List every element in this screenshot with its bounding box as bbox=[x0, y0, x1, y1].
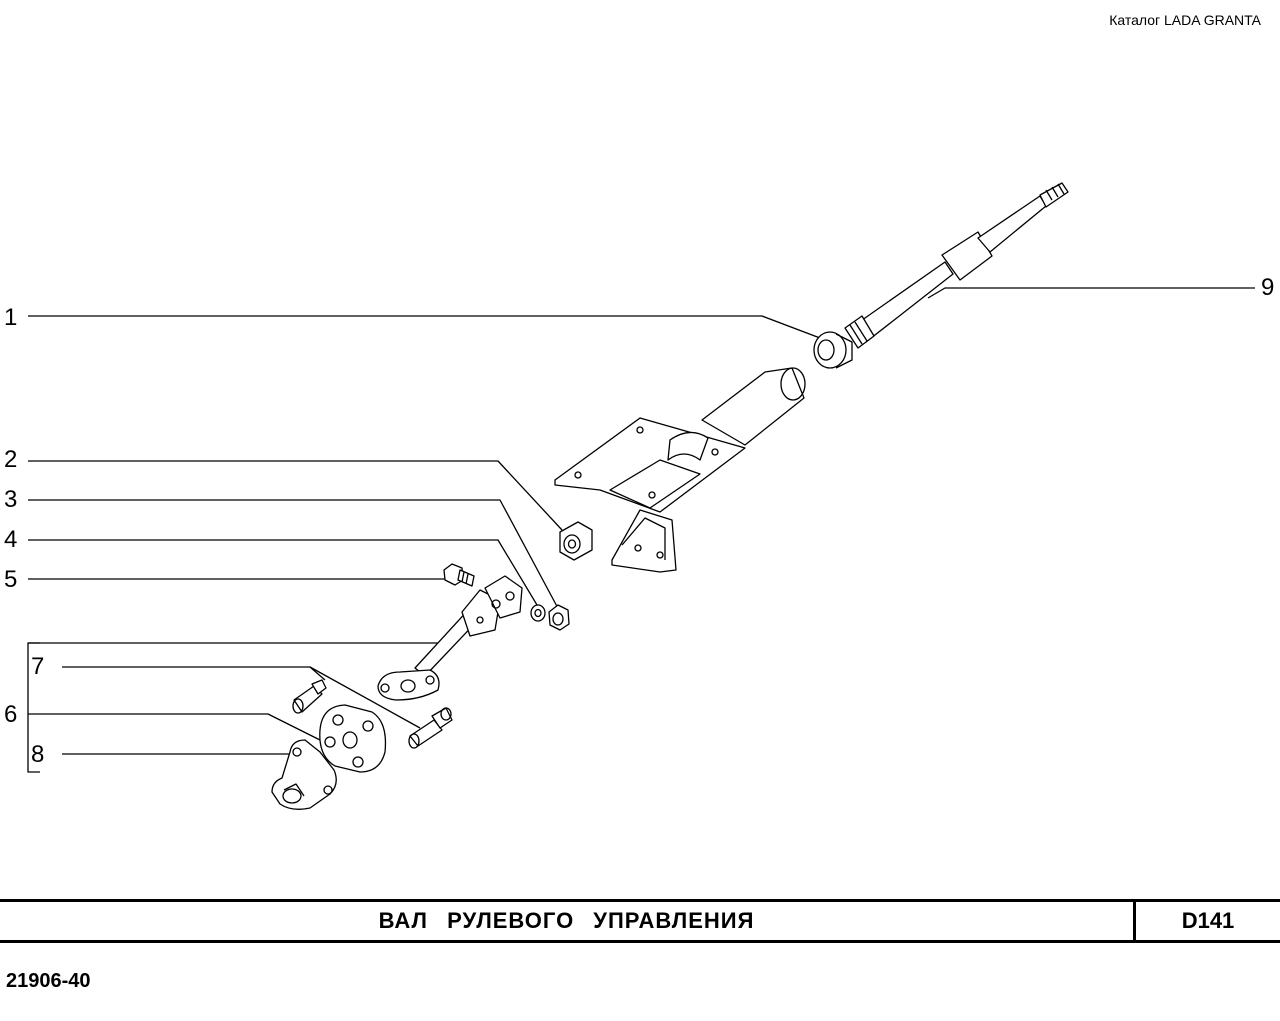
callout-9: 9 bbox=[1261, 274, 1275, 301]
part-9-steering-shaft[interactable] bbox=[844, 182, 1069, 349]
title-divider bbox=[1133, 902, 1136, 940]
part-5-bolt[interactable] bbox=[443, 563, 475, 587]
steering-column-housing bbox=[554, 367, 806, 573]
catalog-label: Каталог LADA GRANTA bbox=[1109, 12, 1261, 28]
group-bracket-6 bbox=[27, 642, 40, 773]
callout-2: 2 bbox=[4, 446, 18, 473]
part-2-spacer[interactable] bbox=[559, 521, 593, 561]
callout-4: 4 bbox=[4, 526, 18, 553]
page-title: ВАЛ РУЛЕВОГО УПРАВЛЕНИЯ bbox=[378, 908, 755, 933]
callout-8: 8 bbox=[31, 741, 45, 768]
part-3-nut[interactable] bbox=[548, 604, 570, 631]
intermediate-shaft bbox=[377, 575, 523, 701]
leader-line-2 bbox=[28, 460, 563, 531]
title-bar: ВАЛ РУЛЕВОГО УПРАВЛЕНИЯ D141 bbox=[0, 899, 1280, 943]
part-6-flexible-coupling[interactable] bbox=[319, 704, 387, 773]
leader-line-1 bbox=[28, 315, 821, 339]
callout-5: 5 bbox=[4, 566, 18, 593]
leader-lines bbox=[27, 287, 1255, 773]
section-code: D141 bbox=[1181, 908, 1235, 933]
leader-line-6 bbox=[28, 713, 331, 746]
part-7-pin-upper[interactable] bbox=[292, 679, 327, 714]
part-7-pin-lower[interactable] bbox=[408, 707, 453, 749]
part-8-lower-yoke[interactable] bbox=[271, 739, 337, 810]
callout-3: 3 bbox=[4, 486, 18, 513]
model-number: 21906-40 bbox=[6, 970, 91, 992]
leader-line-9 bbox=[927, 287, 1255, 299]
leader-line-3 bbox=[28, 499, 561, 613]
callout-6: 6 bbox=[4, 701, 18, 728]
callout-1: 1 bbox=[4, 304, 18, 331]
exploded-parts-diagram bbox=[27, 182, 1255, 810]
part-4-washer[interactable] bbox=[530, 604, 546, 622]
part-1-bushing[interactable] bbox=[813, 331, 853, 369]
leader-line-7b bbox=[309, 666, 326, 681]
leader-line-4 bbox=[28, 539, 541, 611]
callout-7: 7 bbox=[31, 653, 45, 680]
